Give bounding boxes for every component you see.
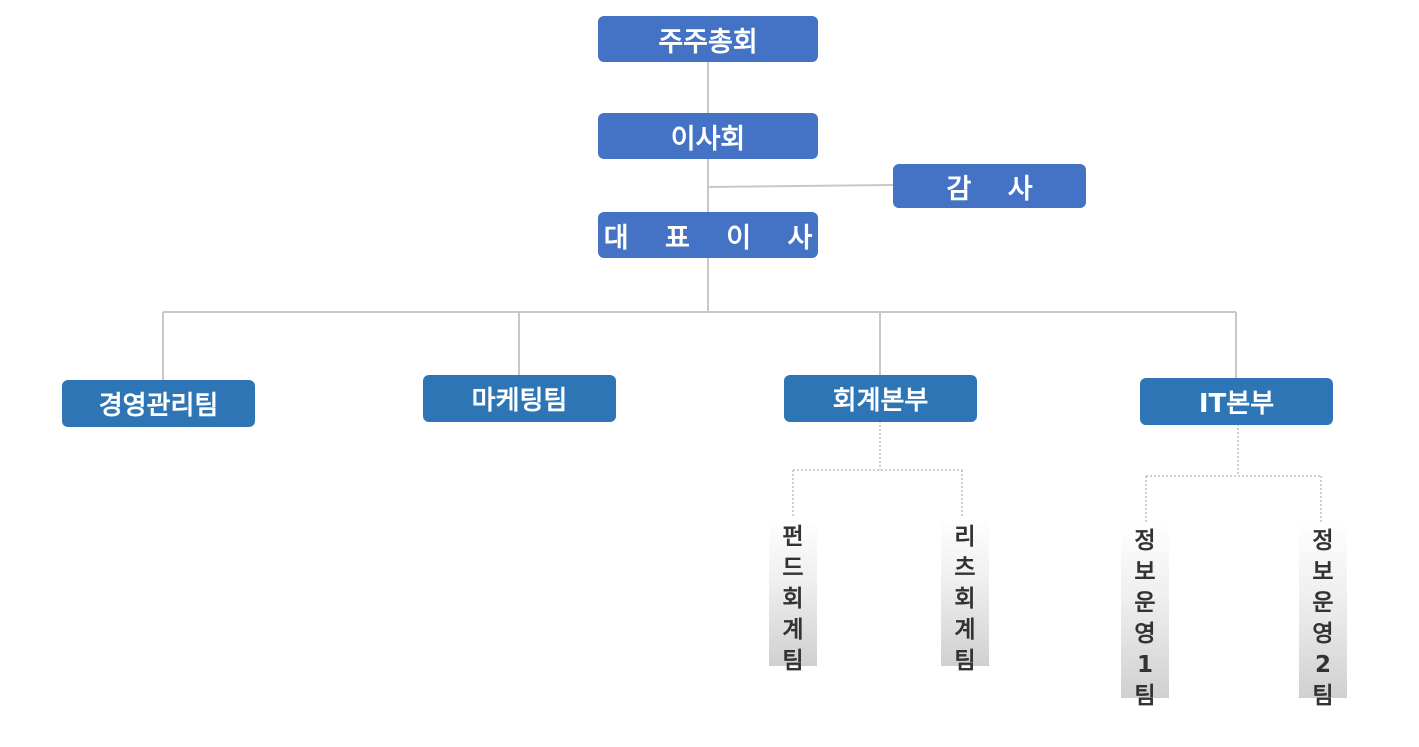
ceo-box: 대 표 이 사 xyxy=(598,212,818,258)
shareholders-meeting-box: 주주총회 xyxy=(598,16,818,62)
reits-accounting-team-box: 리츠회계팀 xyxy=(941,518,989,674)
accounting-division-box: 회계본부 xyxy=(784,375,977,422)
board-of-directors-box: 이사회 xyxy=(598,113,818,159)
it-division-box: IT본부 xyxy=(1140,378,1333,425)
management-team-label: 경영관리팀 xyxy=(98,391,219,421)
shareholders-meeting-label: 주주총회 xyxy=(658,26,758,58)
auditor-box: 감 사 xyxy=(893,164,1086,208)
auditor-label: 감 사 xyxy=(946,173,1047,205)
it-division-label: IT본부 xyxy=(1198,389,1275,419)
info-ops-team-1-box: 정보운영1팀 xyxy=(1121,522,1169,709)
line-board-auditor xyxy=(707,184,894,188)
info-ops-team-1-label: 정보운영1팀 xyxy=(1134,528,1156,709)
marketing-team-box: 마케팅팀 xyxy=(423,375,616,422)
board-of-directors-label: 이사회 xyxy=(670,123,746,155)
info-ops-team-2-box: 정보운영2팀 xyxy=(1299,522,1347,709)
accounting-division-label: 회계본부 xyxy=(832,386,929,416)
reits-accounting-team-label: 리츠회계팀 xyxy=(954,524,976,674)
info-ops-team-2-label: 정보운영2팀 xyxy=(1312,528,1334,709)
management-team-box: 경영관리팀 xyxy=(62,380,255,427)
fund-accounting-team-label: 펀드회계팀 xyxy=(782,524,804,674)
marketing-team-label: 마케팅팀 xyxy=(471,386,568,416)
fund-accounting-team-box: 펀드회계팀 xyxy=(769,518,817,674)
ceo-label: 대 표 이 사 xyxy=(603,222,826,254)
